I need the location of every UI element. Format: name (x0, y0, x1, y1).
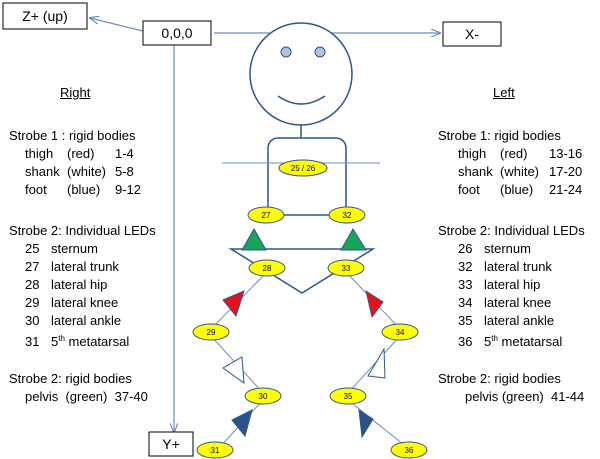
marker-32: 32 (328, 206, 366, 224)
right-strobe2-rigid-title: Strobe 2: rigid bodies (9, 371, 132, 386)
right-header: Right (60, 85, 91, 100)
svg-text:25 / 26: 25 / 26 (291, 164, 316, 173)
left-shank-rigid-body (367, 347, 386, 379)
left-pelvis-rigid-body (340, 228, 367, 251)
x-axis-box: X- (442, 21, 502, 47)
right-pelvis-rigid-body (241, 227, 267, 251)
right-rigid-shank: shank(white)5-8 (25, 164, 134, 179)
marker-34: 34 (381, 323, 419, 341)
right-strobe2-title: Strobe 2: Individual LEDs (9, 223, 156, 238)
left-foot-rigid-body (358, 409, 374, 439)
svg-text:35: 35 (344, 392, 353, 401)
svg-text:34: 34 (396, 328, 405, 337)
marker-30: 30 (244, 387, 282, 405)
origin-box: 0,0,0 (142, 20, 212, 46)
x-axis-label: X- (465, 26, 479, 42)
left-eye (280, 46, 292, 58)
svg-text:36: 36 (405, 446, 414, 455)
marker-35: 35 (329, 387, 367, 405)
right-eye (314, 46, 326, 58)
z-axis-line (90, 18, 144, 32)
right-rigid-thigh: thigh(red)1-4 (25, 146, 134, 161)
y-axis-label: Y+ (162, 436, 180, 452)
left-strobe1-title: Strobe 1: rigid bodies (438, 128, 561, 143)
left-header: Left (493, 85, 515, 100)
right-thigh-rigid-body (222, 290, 245, 318)
left-pelvis: pelvis (green) 41-44 (465, 389, 585, 404)
left-rigid-thigh: thigh(red)13-16 (458, 146, 583, 161)
left-strobe2-title: Strobe 2: Individual LEDs (438, 223, 585, 238)
left-strobe2-rigid-title: Strobe 2: rigid bodies (438, 371, 561, 386)
head (249, 22, 353, 126)
svg-text:30: 30 (259, 392, 268, 401)
y-axis-box: Y+ (148, 431, 194, 457)
z-axis-label: Z+ (up) (22, 8, 68, 24)
marker-28: 28 (248, 259, 286, 277)
svg-text:28: 28 (263, 264, 272, 273)
marker-36: 36 (390, 441, 428, 459)
marker-25-26: 25 / 26 (278, 159, 328, 177)
svg-text:29: 29 (207, 328, 216, 337)
marker-31: 31 (196, 441, 234, 459)
svg-text:31: 31 (211, 446, 220, 455)
mouth (277, 95, 326, 105)
z-axis-box: Z+ (up) (2, 2, 88, 30)
left-foot-segment (347, 399, 410, 450)
svg-text:32: 32 (343, 211, 352, 220)
right-foot-rigid-body (231, 409, 253, 438)
right-rigid-foot: foot(blue)9-12 (25, 182, 142, 197)
svg-text:27: 27 (262, 211, 271, 220)
right-strobe1-title: Strobe 1 : rigid bodies (9, 128, 136, 143)
left-shank-segment (347, 335, 401, 394)
right-shank-rigid-body (222, 356, 245, 385)
svg-text:33: 33 (342, 264, 351, 273)
left-thigh-rigid-body (365, 289, 384, 319)
right-pelvis: pelvis (green) 37-40 (25, 389, 148, 404)
marker-33: 33 (327, 259, 365, 277)
marker-29: 29 (192, 323, 230, 341)
origin-label: 0,0,0 (161, 25, 192, 41)
torso (267, 137, 347, 216)
marker-27: 27 (247, 206, 285, 224)
left-rigid-foot: foot(blue)21-24 (458, 182, 583, 197)
left-rigid-shank: shank(white)17-20 (458, 164, 583, 179)
